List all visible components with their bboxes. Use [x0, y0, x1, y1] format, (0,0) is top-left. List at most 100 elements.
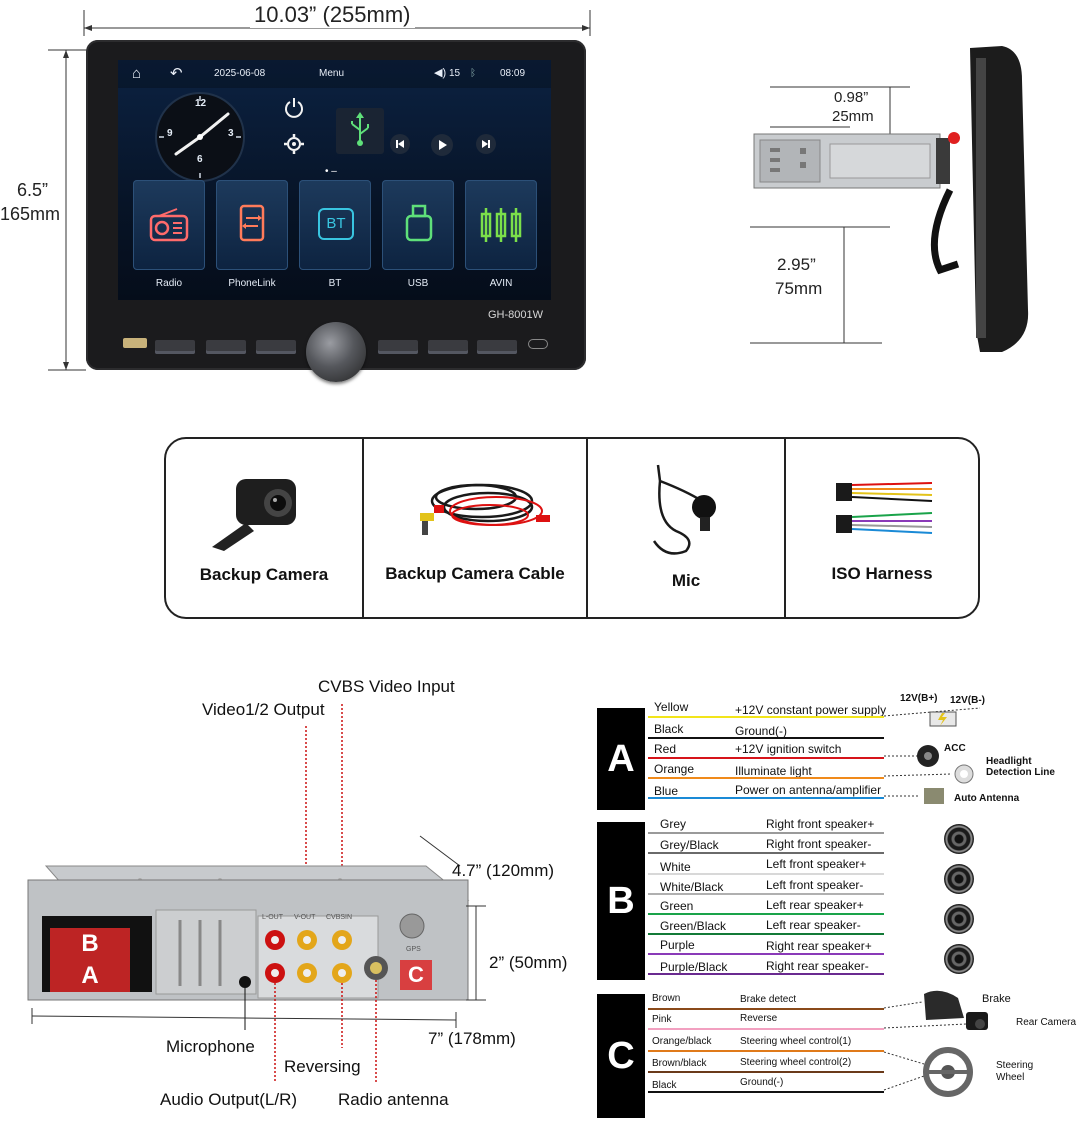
home-icon[interactable]: ⌂	[132, 65, 142, 82]
wire-color-yellow: Yellow	[654, 700, 689, 714]
wire-function-red: +12V ignition switch	[735, 742, 842, 756]
label-reversing: Reversing	[284, 1057, 361, 1076]
wire-red	[648, 757, 884, 759]
note-12v-b-minus: 12V(B-)	[950, 695, 986, 706]
volume-icon[interactable]: ◀)	[434, 67, 447, 79]
wiring-group-a: A	[597, 708, 645, 810]
accessory-label-backup-camera-cable: Backup Camera Cable	[385, 564, 565, 583]
wire-grey	[648, 832, 884, 834]
note-brake: Brake	[982, 993, 1011, 1005]
height-inch-label: 6.5”	[17, 180, 49, 201]
power-icon[interactable]	[282, 96, 306, 120]
aux-port	[528, 339, 548, 349]
note-acc: ACC	[944, 743, 966, 754]
label-radio-antenna: Radio antenna	[338, 1090, 449, 1109]
wire-purple-black	[648, 973, 884, 975]
accessory-label-backup-camera: Backup Camera	[199, 565, 329, 584]
connector-block-b: B	[50, 928, 130, 960]
bt-icon: BT	[318, 208, 354, 240]
wire-color-brown-black: Brown/black	[652, 1058, 707, 1069]
status-time: 08:09	[500, 68, 526, 79]
play-icon[interactable]	[430, 133, 454, 157]
usb-drive-icon	[405, 204, 433, 242]
label-video-output: Video1/2 Output	[202, 700, 325, 719]
wire-orange	[648, 777, 884, 779]
label-depth: 4.7” (120mm)	[452, 861, 555, 880]
play-hardware-button[interactable]	[428, 340, 468, 354]
wire-function-blue: Power on antenna/amplifier	[735, 783, 882, 797]
home-hardware-button[interactable]	[155, 340, 195, 354]
wire-color-purple-black: Purple/Black	[660, 960, 728, 974]
wire-color-white-black: White/Black	[660, 880, 724, 894]
usb-icon	[351, 112, 369, 146]
back-hardware-button[interactable]	[256, 340, 296, 354]
wire-yellow	[648, 716, 884, 718]
label-height: 2” (50mm)	[489, 953, 568, 972]
wire-function-black-c: Ground(-)	[740, 1077, 784, 1088]
usb-tile[interactable]	[382, 180, 454, 270]
note-headlight: Headlight Detection Line	[986, 756, 1055, 778]
next-track-icon[interactable]	[476, 134, 496, 154]
wire-purple	[648, 953, 884, 955]
bt-tile[interactable]	[299, 180, 371, 270]
clock-widget	[155, 92, 245, 182]
wire-color-purple: Purple	[660, 938, 695, 952]
height-mm-label: 165mm	[0, 204, 61, 225]
wire-function-orange-black: Steering wheel control(1)	[740, 1036, 852, 1047]
radio-tile[interactable]	[133, 180, 205, 270]
connector-block-c: C	[400, 960, 432, 990]
wire-function-purple-black: Right rear speaker-	[766, 959, 869, 973]
volume-knob[interactable]	[306, 322, 366, 382]
wire-color-white: White	[660, 860, 691, 874]
bt-icon-text: BT	[326, 215, 346, 232]
wire-color-blue: Blue	[654, 784, 679, 798]
wire-blue	[648, 797, 884, 799]
next-hardware-button[interactable]	[477, 340, 517, 354]
label-width: 7” (178mm)	[428, 1029, 516, 1048]
wire-black	[648, 737, 884, 739]
backup-camera-cable-image	[420, 483, 550, 535]
wire-color-brown: Brown	[652, 993, 681, 1004]
depth-bottom-mm: 75mm	[775, 279, 823, 298]
wire-function-grey-black: Right front speaker-	[766, 837, 872, 851]
bluetooth-icon: ᛒ	[470, 68, 476, 79]
width-dimension-lines	[83, 10, 591, 36]
speaker-icon	[944, 864, 974, 894]
height-dimension-lines	[48, 49, 86, 371]
status-menu[interactable]: Menu	[319, 68, 345, 79]
wire-function-brown: Brake detect	[740, 994, 797, 1005]
mode-hardware-button[interactable]	[206, 340, 246, 354]
wire-color-grey-black: Grey/Black	[660, 838, 719, 852]
status-date: 2025-06-08	[214, 68, 266, 79]
previous-track-icon[interactable]	[390, 134, 410, 154]
clock-3: 3	[228, 128, 234, 139]
note-12v-b-plus: 12V(B+)	[900, 693, 938, 704]
accessory-divider	[784, 439, 786, 617]
radio-icon	[149, 208, 189, 242]
speaker-icon	[944, 824, 974, 854]
clock-6: 6	[197, 154, 203, 165]
label-cvbs-video-input: CVBS Video Input	[318, 677, 455, 696]
wire-color-black-c: Black	[652, 1080, 677, 1091]
gear-icon[interactable]	[282, 132, 306, 156]
phonelink-icon	[239, 204, 265, 242]
wire-function-green-black: Left rear speaker-	[766, 918, 861, 932]
tile-label-usb: USB	[407, 278, 429, 289]
accessory-divider	[362, 439, 364, 617]
width-label: 10.03” (255mm)	[250, 2, 415, 28]
wire-function-brown-black: Steering wheel control(2)	[740, 1057, 852, 1068]
clock-12: 12	[195, 98, 207, 109]
port-label-gps: GPS	[406, 946, 421, 953]
back-icon[interactable]: ↶	[170, 65, 183, 82]
port-label-cvbsin: CVBSIN	[326, 914, 353, 921]
prev-hardware-button[interactable]	[378, 340, 418, 354]
wire-pink	[648, 1028, 884, 1030]
port-label-lout: L-OUT	[262, 914, 283, 921]
label-audio-output: Audio Output(L/R)	[160, 1090, 298, 1109]
iso-harness-image	[836, 482, 933, 534]
note-rear-camera: Rear Camera	[1016, 1017, 1077, 1028]
wire-function-black: Ground(-)	[735, 724, 788, 738]
backup-camera-image	[212, 479, 296, 551]
accessory-divider	[586, 439, 588, 617]
mic-image	[652, 464, 716, 555]
